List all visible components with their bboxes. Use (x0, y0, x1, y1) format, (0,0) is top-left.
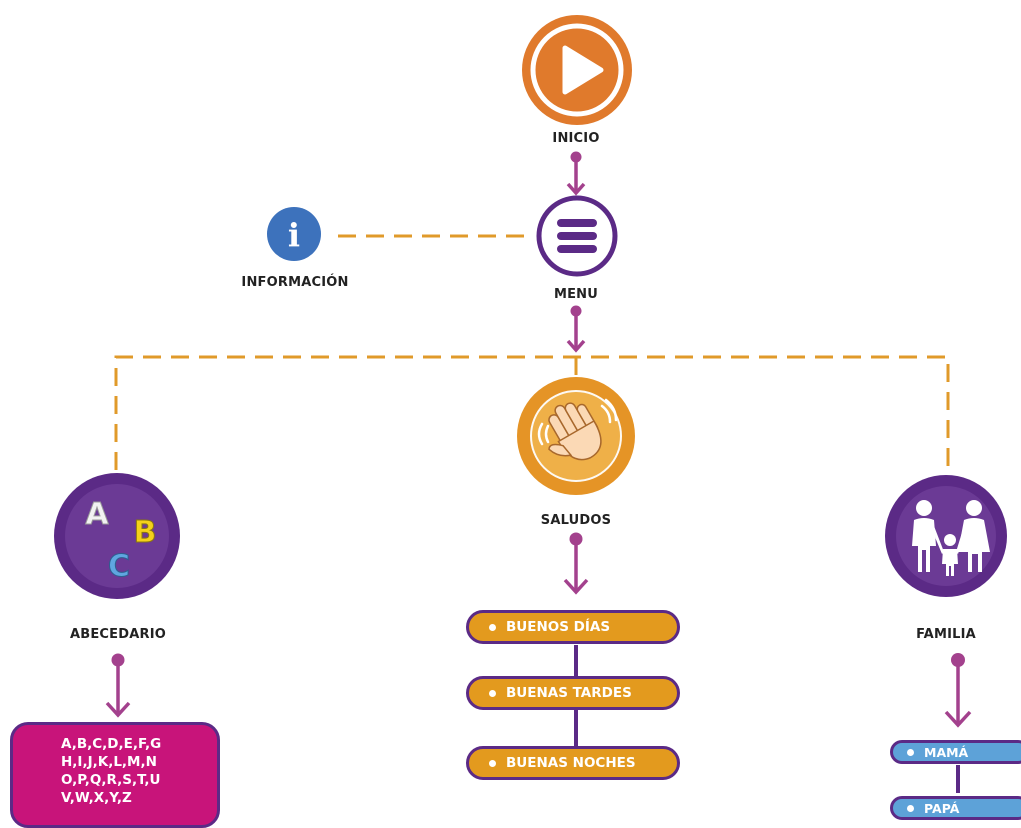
alphabet-line: O,P,Q,R,S,T,U (61, 772, 161, 788)
pill-label: BUENAS NOCHES (506, 755, 636, 771)
bullet-dot (489, 689, 496, 697)
alphabet-line: A,B,C,D,E,F,G (61, 736, 162, 752)
pill-papa[interactable]: PAPÁ (890, 796, 1021, 820)
bullet-dot (489, 623, 496, 631)
alphabet-line: H,I,J,K,L,M,N (61, 754, 157, 770)
pill-label: MAMÁ (924, 744, 969, 760)
bullet-dot (907, 804, 914, 812)
saludos-label: SALUDOS (540, 513, 612, 528)
abecedario-node[interactable]: A B C (53, 472, 181, 600)
saludos-node[interactable] (516, 376, 636, 496)
svg-text:A: A (85, 497, 109, 532)
abecedario-label: ABECEDARIO (69, 627, 167, 642)
menu-branch-arrow (566, 305, 586, 353)
pill-buenos-dias[interactable]: BUENOS DÍAS (466, 610, 680, 644)
pill-buenas-tardes[interactable]: BUENAS TARDES (466, 676, 680, 710)
alphabet-box[interactable]: A,B,C,D,E,F,G H,I,J,K,L,M,N O,P,Q,R,S,T,… (10, 722, 220, 828)
pill-label: BUENOS DÍAS (506, 619, 611, 635)
pill-mama[interactable]: MAMÁ (890, 740, 1021, 764)
abc-icon: A B C (54, 473, 180, 599)
menu-branch-dashed-link (114, 355, 950, 470)
informacion-node[interactable]: i (266, 206, 322, 262)
familia-arrow (944, 653, 972, 728)
familia-node[interactable] (884, 474, 1008, 598)
inicio-menu-arrow (566, 151, 586, 196)
menu-icon (536, 195, 618, 277)
menu-node[interactable] (536, 195, 618, 277)
pill-label: BUENAS TARDES (506, 685, 632, 701)
svg-text:i: i (288, 216, 300, 254)
inicio-label: INICIO (552, 131, 600, 146)
pill-buenas-noches[interactable]: BUENAS NOCHES (466, 746, 680, 780)
bullet-dot (907, 748, 914, 756)
menu-label: MENU (553, 287, 599, 302)
inicio-node[interactable] (521, 14, 633, 126)
informacion-label: INFORMACIÓN (241, 275, 349, 290)
saludos-arrow (563, 532, 589, 595)
info-icon: i (267, 207, 321, 261)
waving-hand-icon (517, 377, 635, 495)
familia-label: FAMILIA (916, 627, 976, 642)
bullet-dot (489, 759, 496, 767)
abecedario-arrow (105, 653, 131, 718)
pill-label: PAPÁ (924, 800, 960, 816)
family-icon (885, 475, 1007, 597)
play-icon (522, 15, 632, 125)
alphabet-line: V,W,X,Y,Z (61, 790, 132, 806)
svg-text:B: B (134, 515, 157, 550)
svg-text:C: C (108, 549, 130, 584)
